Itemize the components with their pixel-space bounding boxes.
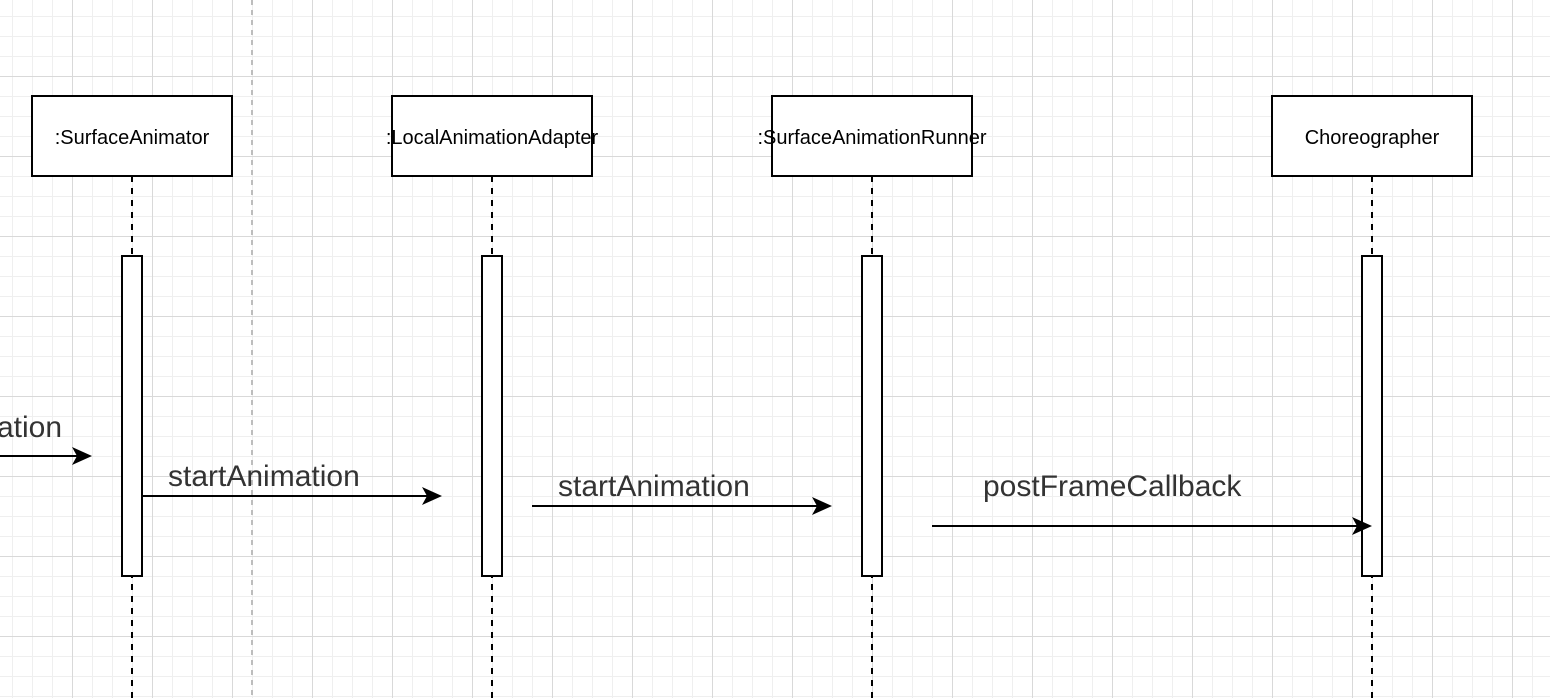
participant-box-local-animation-adapter[interactable] xyxy=(391,95,593,177)
message-start-animation-1[interactable]: startAnimation xyxy=(142,460,442,505)
participant-local-animation-adapter[interactable]: :LocalAnimationAdapter xyxy=(386,95,599,698)
message-start-animation-2[interactable]: startAnimation xyxy=(532,470,832,515)
participant-box-choreographer[interactable] xyxy=(1271,95,1473,177)
participant-label-choreographer: Choreographer xyxy=(1305,127,1440,149)
participant-choreographer[interactable]: Choreographer xyxy=(1271,95,1473,698)
message-label-start-animation-2: startAnimation xyxy=(558,470,750,503)
arrowhead-incoming xyxy=(72,447,92,465)
message-label-post-frame-callback: postFrameCallback xyxy=(983,470,1242,503)
activation-bar-surface-animation-runner[interactable] xyxy=(861,255,883,577)
activation-bar-local-animation-adapter[interactable] xyxy=(481,255,503,577)
message-label-start-animation-1: startAnimation xyxy=(168,460,360,493)
participant-box-surface-animation-runner[interactable] xyxy=(771,95,973,177)
activation-bar-choreographer[interactable] xyxy=(1361,255,1383,577)
participant-box-surface-animator[interactable] xyxy=(31,95,233,177)
arrowhead-post-frame-callback xyxy=(1352,517,1372,535)
participant-surface-animation-runner[interactable]: :SurfaceAnimationRunner xyxy=(757,95,987,698)
activation-bar-surface-animator[interactable] xyxy=(121,255,143,577)
arrowhead-start-animation-1 xyxy=(422,487,442,505)
message-label-incoming: ation xyxy=(0,411,62,444)
participant-label-local-animation-adapter: :LocalAnimationAdapter xyxy=(386,127,599,149)
participant-label-surface-animation-runner: :SurfaceAnimationRunner xyxy=(757,127,986,149)
arrowhead-start-animation-2 xyxy=(812,497,832,515)
message-incoming[interactable]: ation xyxy=(0,411,92,465)
participant-surface-animator[interactable]: :SurfaceAnimator xyxy=(31,95,233,698)
message-post-frame-callback[interactable]: postFrameCallback xyxy=(932,470,1372,535)
participant-label-surface-animator: :SurfaceAnimator xyxy=(55,127,210,149)
